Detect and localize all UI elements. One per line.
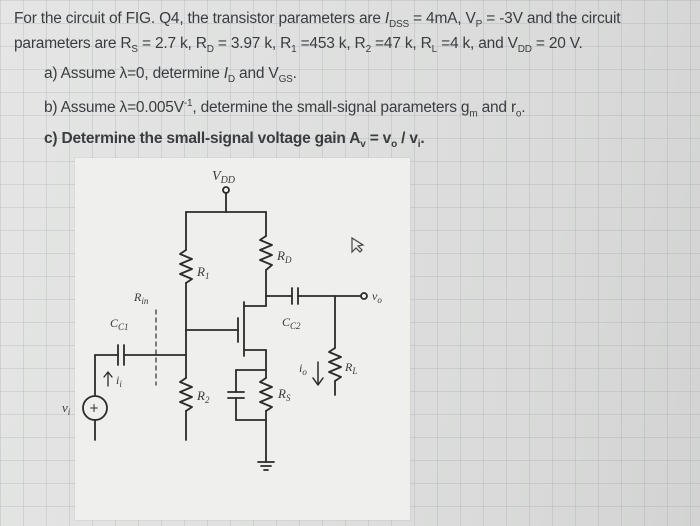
text: I: [223, 65, 228, 82]
io-arrow: [312, 377, 324, 386]
label-cc1: CC1: [110, 316, 129, 332]
rd-resistor: [259, 235, 273, 271]
label-r1: R1: [196, 264, 209, 281]
text: .: [521, 99, 526, 117]
label-cc2: CC2: [282, 315, 301, 331]
text: c) Determine the small-signal voltage ga…: [44, 130, 361, 147]
text: =4 k, and V: [436, 35, 518, 52]
subscript: L: [431, 44, 438, 56]
text: = -3V and the circuit: [482, 10, 621, 27]
subscript: S: [131, 44, 138, 56]
label-ii: ii: [116, 373, 122, 389]
superscript: -1: [183, 98, 193, 109]
subscript: D: [227, 74, 235, 86]
subscript: P: [475, 19, 483, 31]
text: and V: [234, 65, 279, 82]
subscript: i: [417, 139, 421, 151]
text: = 20 V.: [531, 35, 583, 52]
r1-resistor: [179, 249, 193, 284]
subscript: v: [360, 139, 366, 151]
text: =453 k, R: [296, 35, 366, 52]
text: / v: [397, 130, 418, 147]
question-a: a) Assume λ=0, determine ID and VGS.: [44, 65, 297, 85]
vo-terminal: [360, 292, 368, 300]
text: For the circuit of FIG. Q4, the transist…: [14, 10, 385, 27]
subscript: m: [469, 108, 478, 120]
text: =47 k, R: [370, 35, 432, 52]
text: , determine the small-signal parameters …: [192, 99, 470, 117]
text: = 3.97 k, R: [213, 35, 292, 52]
subscript: 2: [365, 44, 372, 56]
label-r2: R2: [196, 388, 210, 405]
text: a) Assume λ=0, determine: [44, 65, 224, 82]
text: parameters are R: [14, 35, 132, 52]
label-rl: RL: [344, 360, 357, 376]
subscript: DSS: [388, 19, 409, 31]
text: = 2.7 k, R: [137, 35, 207, 52]
label-rd: RD: [276, 248, 292, 265]
ii-arrow: [103, 371, 113, 378]
source-plus-sign: +: [89, 401, 99, 415]
text: = v: [365, 130, 392, 147]
text: I: [384, 10, 389, 27]
subscript: GS: [278, 74, 293, 86]
text: = 4mA, V: [408, 10, 476, 27]
circuit-figure-panel: [75, 158, 410, 520]
label-rs: RS: [277, 386, 291, 403]
question-b: b) Assume λ=0.005V-1, determine the smal…: [44, 98, 526, 120]
problem-line-1: For the circuit of FIG. Q4, the transist…: [14, 10, 621, 31]
subscript: D: [206, 44, 214, 56]
label-vdd: VDD: [212, 169, 236, 186]
text: b) Assume λ=0.005V: [44, 99, 184, 117]
rs-resistor: [259, 377, 273, 412]
label-vi: vi: [62, 400, 71, 417]
cursor-icon: [351, 236, 365, 254]
text: .: [292, 65, 297, 82]
subscript: 1: [291, 44, 297, 56]
subscript: o: [515, 108, 522, 120]
subscript: DD: [517, 44, 532, 56]
problem-line-2: parameters are RS = 2.7 k, RD = 3.97 k, …: [14, 35, 583, 55]
label-vo: vo: [372, 289, 382, 305]
question-c: c) Determine the small-signal voltage ga…: [44, 130, 425, 151]
text: and r: [477, 99, 517, 117]
text: .: [420, 130, 425, 147]
subscript: o: [391, 139, 398, 151]
r2-resistor: [179, 377, 193, 412]
label-io: io: [299, 361, 307, 377]
rl-resistor: [328, 347, 342, 382]
label-rin: Rin: [133, 290, 149, 306]
